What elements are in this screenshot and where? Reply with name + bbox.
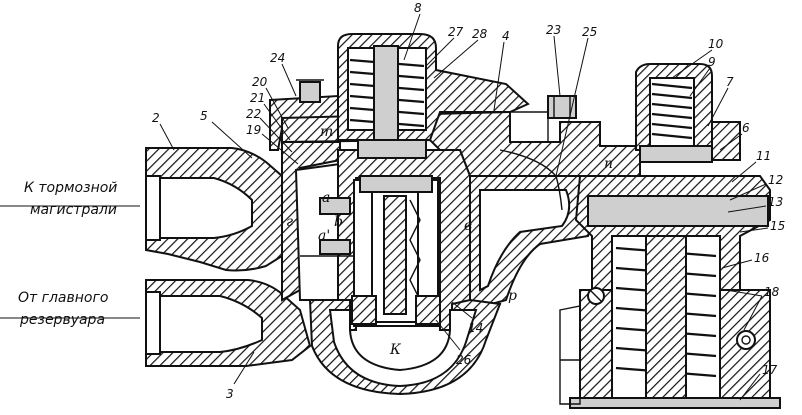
callout-numbers: 2 5 24 20 21 22 19 8 27 28 4 23 25 10 9 … (152, 1, 785, 401)
callout-10: 10 (708, 37, 724, 51)
callout-3: 3 (226, 387, 234, 401)
callout-14: 14 (468, 321, 483, 335)
transfer-pipe (440, 95, 577, 211)
callout-16: 16 (754, 251, 770, 265)
callout-9: 9 (708, 55, 716, 69)
callout-8: 8 (414, 1, 422, 15)
right-cylinder (569, 175, 781, 409)
callout-20: 20 (252, 75, 268, 89)
port-label-main-reservoir-1: От главного (18, 290, 108, 306)
callout-22: 22 (246, 107, 261, 121)
callout-12: 12 (768, 173, 783, 187)
port-label-brake-line: К тормозной магистрали (0, 180, 140, 218)
callout-11: 11 (756, 149, 771, 163)
port-label-main-reservoir-2: резервуара (19, 312, 105, 328)
callout-15: 15 (770, 219, 785, 233)
letter-r: р (508, 288, 517, 304)
callout-4: 4 (502, 29, 510, 43)
callout-25: 25 (582, 25, 597, 39)
left-housing (145, 147, 312, 367)
callout-17: 17 (762, 363, 778, 377)
letter-a-prime: a' (318, 228, 330, 244)
letter-m: m (320, 124, 333, 140)
callout-6: 6 (742, 121, 750, 135)
callout-26: 26 (456, 353, 472, 367)
mounting-bracket (559, 305, 581, 405)
callout-5: 5 (200, 109, 208, 123)
right-cap (635, 63, 741, 163)
callout-28: 28 (472, 27, 488, 41)
port-label-brake-line-2: магистрали (30, 202, 117, 218)
callout-2: 2 (152, 111, 160, 125)
letter-markers: m a b a' г в п р К (286, 124, 613, 358)
callout-19: 19 (246, 123, 261, 137)
letter-v: в (464, 218, 472, 234)
callout-27: 27 (448, 25, 464, 39)
port-label-main-reservoir: От главного резервуара (0, 290, 140, 328)
callout-24: 24 (270, 51, 285, 65)
callout-13: 13 (768, 195, 783, 209)
callout-18: 18 (764, 285, 780, 299)
letter-a: a (322, 190, 330, 206)
lower-chamber (308, 298, 502, 396)
callout-7: 7 (726, 75, 734, 89)
piston-assembly (300, 175, 441, 325)
callout-23: 23 (546, 23, 561, 37)
callout-21: 21 (250, 91, 265, 105)
leader-lines (159, 13, 769, 401)
port-label-brake-line-1: К тормозной (24, 180, 117, 196)
letter-p: п (604, 156, 613, 172)
top-cover (296, 33, 530, 159)
letter-k: К (389, 342, 402, 358)
letter-g: г (286, 214, 293, 230)
letter-b: b (334, 214, 343, 230)
